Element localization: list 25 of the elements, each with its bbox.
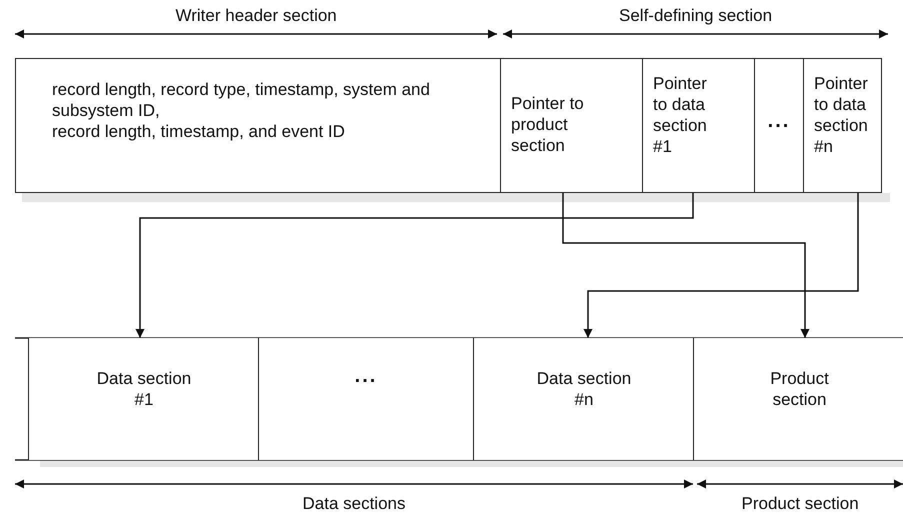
data-section-box [473, 338, 694, 460]
box-text: Pointer to data section #n [814, 73, 869, 157]
ellipsis-text: ... [354, 366, 378, 387]
box-text: record length, timestamp, and event ID [52, 121, 346, 142]
ellipsis-box [258, 338, 474, 460]
ellipsis-box [754, 58, 804, 193]
pointer-box [500, 58, 643, 193]
pointer-arrow [562, 193, 810, 338]
section-span-label: Self-defining section [619, 6, 772, 26]
pointer-arrow [136, 193, 694, 338]
pointer-box [803, 58, 882, 193]
ellipsis-text: ... [766, 111, 792, 132]
box-text: Pointer to product section [511, 93, 585, 156]
section-span-label: Data sections [302, 494, 406, 514]
data-section-box [28, 338, 259, 460]
box-text: Pointer to data section #1 [653, 73, 708, 157]
section-span-label: Writer header section [176, 6, 337, 26]
product-section-box [693, 338, 903, 460]
pointer-box [642, 58, 755, 193]
header-field-box [15, 58, 501, 193]
box-text: Data section #n [536, 368, 632, 410]
section-span-label: Product section [742, 494, 859, 514]
pointer-arrow [584, 193, 859, 338]
box-text: Data section #1 [96, 368, 192, 410]
box-text: Product section [769, 368, 830, 410]
